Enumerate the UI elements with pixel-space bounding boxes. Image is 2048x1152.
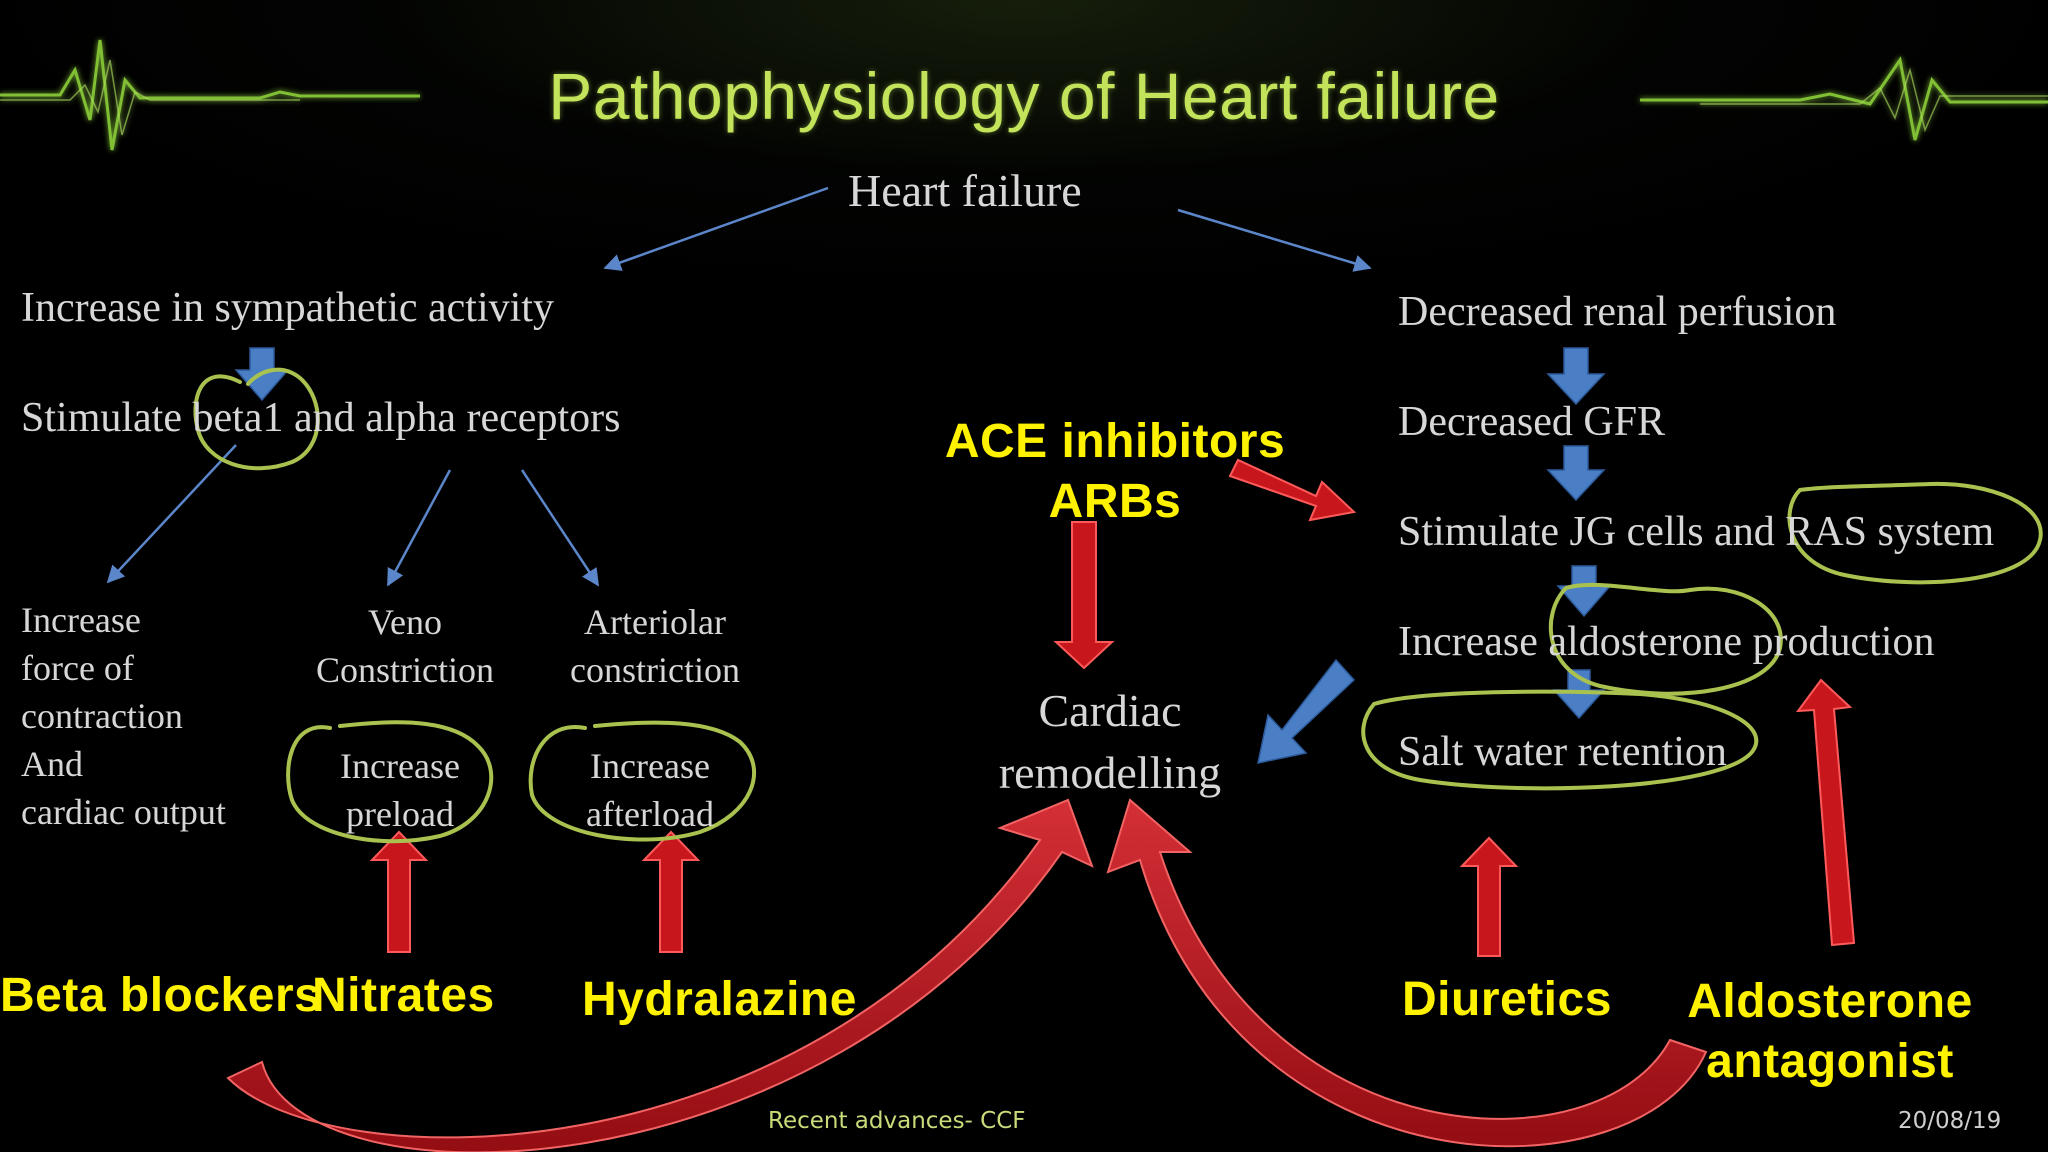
node-increase-aldosterone: Increase aldosterone production <box>1398 619 1935 665</box>
heartbeat-wave-left-icon <box>0 39 420 151</box>
node-force-of-contraction: Increase force of contraction And cardia… <box>21 596 226 836</box>
circle-afterload <box>528 720 757 842</box>
red-arrow-aldosterone-antagonist-up-icon <box>1795 678 1856 947</box>
red-arrow-nitrates-up-icon <box>369 830 429 953</box>
arteriolar-line-1: Arteriolar <box>584 602 726 642</box>
drug-hydralazine: Hydralazine <box>582 973 857 1026</box>
curved-arrow-aldosterone-to-remodelling-icon <box>1106 798 1708 1148</box>
curved-arrow-beta-to-remodelling-icon <box>226 798 1094 1152</box>
force-line-1: Increase <box>21 600 141 640</box>
preload-line-2: preload <box>346 794 454 834</box>
antagonist-line-2: antagonist <box>1706 1035 1954 1088</box>
ace-line-1: ACE inhibitors <box>944 415 1286 468</box>
curved-red-arrows <box>226 798 1708 1152</box>
red-arrow-diuretics-up-icon <box>1459 836 1519 957</box>
node-heart-failure: Heart failure <box>848 165 1082 216</box>
title-glow-band <box>0 0 2048 280</box>
node-stimulate-jg-cells: Stimulate JG cells and RAS system <box>1398 509 1995 555</box>
afterload-line-1: Increase <box>590 746 710 786</box>
node-decreased-gfr: Decreased GFR <box>1398 399 1666 445</box>
circle-salt-water <box>1361 689 1759 791</box>
arrow-heart-to-renal <box>1177 208 1372 272</box>
block-arrow-gfr-down-icon <box>1546 445 1606 502</box>
block-arrow-renal-down-icon <box>1546 347 1606 406</box>
slide-title: Pathophysiology of Heart failure <box>548 59 1500 133</box>
circle-ras-system <box>1787 481 2043 585</box>
red-arrow-ace-down-icon <box>1053 521 1115 670</box>
drug-aldosterone-antagonist: Aldosterone antagonist <box>1680 972 1980 1092</box>
node-stimulate-receptors: Stimulate beta1 and alpha receptors <box>21 395 621 441</box>
green-circles <box>193 367 2043 844</box>
block-arrow-to-remodelling-icon <box>1257 658 1356 764</box>
node-salt-water-retention: Salt water retention <box>1398 729 1727 775</box>
arrow-alpha-to-arteriolar <box>520 469 600 587</box>
circle-aldosterone <box>1548 582 1783 696</box>
red-arrow-hydralazine-up-icon <box>641 830 701 953</box>
veno-line-1: Veno <box>368 602 442 642</box>
force-line-4: And <box>21 744 83 784</box>
circle-beta1 <box>193 367 320 471</box>
drug-ace-inhibitors-arbs: ACE inhibitors ARBs <box>920 412 1310 532</box>
ace-line-2: ARBs <box>1048 475 1182 528</box>
force-line-2: force of <box>21 648 134 688</box>
node-veno-constriction: Veno Constriction <box>300 598 510 694</box>
node-increase-preload: Increase preload <box>300 742 500 838</box>
footer-date: 20/08/19 <box>1898 1108 2002 1134</box>
arteriolar-line-2: constriction <box>570 650 740 690</box>
circle-preload <box>286 720 494 844</box>
force-line-5: cardiac output <box>21 792 226 832</box>
arrow-heart-to-sympathetic <box>603 186 829 271</box>
remodelling-line-1: Cardiac <box>1038 685 1182 736</box>
afterload-line-2: afterload <box>586 794 714 834</box>
drug-diuretics: Diuretics <box>1402 973 1612 1026</box>
red-arrows <box>369 458 1856 957</box>
force-line-3: contraction <box>21 696 183 736</box>
drug-nitrates: Nitrates <box>312 969 495 1022</box>
remodelling-line-2: remodelling <box>998 747 1222 798</box>
red-arrow-ace-to-ras-icon <box>1228 458 1357 522</box>
footer-caption: Recent advances- CCF <box>768 1108 1026 1134</box>
heartbeat-wave-right-icon <box>1640 56 2048 141</box>
arrow-beta1-to-force <box>106 444 237 584</box>
thin-arrows <box>106 186 1372 587</box>
node-cardiac-remodelling: Cardiac remodelling <box>960 680 1260 804</box>
veno-line-2: Constriction <box>316 650 494 690</box>
preload-line-1: Increase <box>340 746 460 786</box>
node-increase-afterload: Increase afterload <box>550 742 750 838</box>
node-arteriolar-constriction: Arteriolar constriction <box>555 598 755 694</box>
antagonist-line-1: Aldosterone <box>1687 975 1973 1028</box>
arrow-alpha-to-veno <box>386 469 452 587</box>
node-sympathetic-activity: Increase in sympathetic activity <box>21 285 554 331</box>
node-decreased-renal-perfusion: Decreased renal perfusion <box>1398 289 1837 335</box>
drug-beta-blockers: Beta blockers <box>0 969 322 1022</box>
